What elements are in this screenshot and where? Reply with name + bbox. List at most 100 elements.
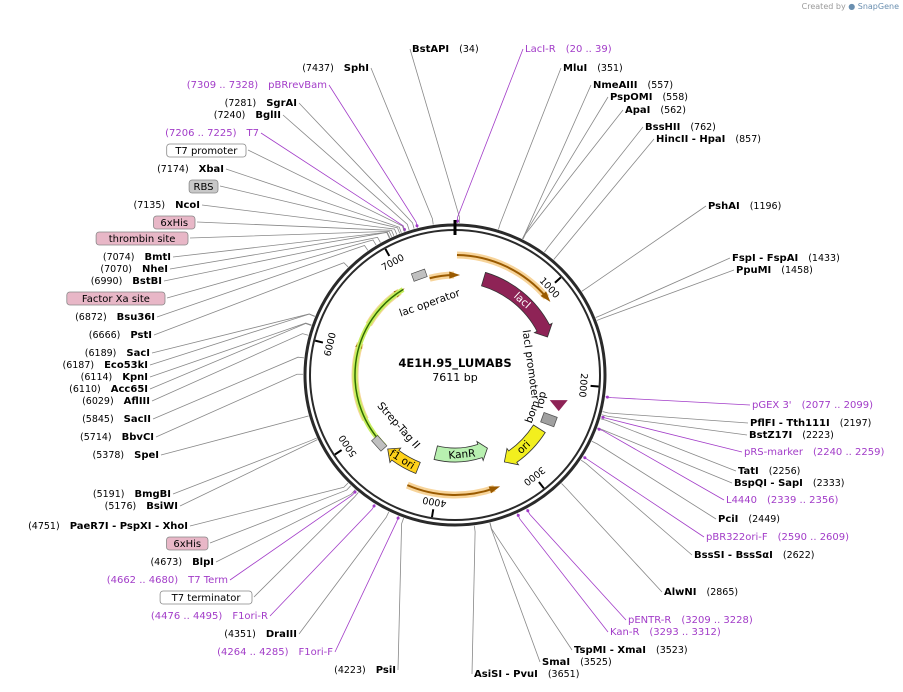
primer-label[interactable]: L4440(2339 .. 2356) [726,495,839,506]
enzyme-site-label[interactable]: (7240)BglII [214,110,281,121]
enzyme-site-label[interactable]: (4223)PsiI [334,665,396,676]
enzyme-site-label[interactable]: HincII - HpaI(857) [656,134,761,145]
site-name: BsiWI [146,501,178,512]
enzyme-site-label[interactable]: PspOMI(558) [610,92,688,103]
primer-label[interactable]: Kan-R(3293 .. 3312) [610,627,721,638]
enzyme-site-label[interactable]: AlwNI(2865) [664,587,738,598]
site-name: Kan-R [610,627,639,638]
enzyme-site-label[interactable]: (6872)Bsu36I [75,312,155,323]
feature-box-label[interactable]: T7 promoter [174,146,238,157]
enzyme-site-label[interactable]: TatI(2256) [738,466,800,477]
primer-label[interactable]: pENTR-R(3209 .. 3228) [628,615,753,626]
feature-box-label[interactable]: 6xHis [173,539,201,550]
enzyme-site-label[interactable]: (5714)BbvCI [80,432,154,443]
enzyme-site-label[interactable]: FspI - FspAI(1433) [732,253,840,264]
enzyme-site-label[interactable]: (6187)Eco53kI [62,360,148,371]
enzyme-site-label[interactable]: BstZ17I(2223) [749,430,834,441]
primer-label[interactable]: pRS-marker(2240 .. 2259) [744,447,884,458]
feature-box-label[interactable]: T7 terminator [171,593,242,604]
enzyme-site-label[interactable]: SmaI(3525) [542,657,612,668]
enzyme-site-label[interactable]: (6110)Acc65I [69,384,148,395]
primer-label[interactable]: LacI-R(20 .. 39) [525,44,612,55]
site-position: (2240 .. 2259) [813,447,885,458]
site-position: (2333) [813,478,845,489]
enzyme-site-label[interactable]: (6189)SacI [85,348,150,359]
enzyme-site-label[interactable]: (4751)PaeR7I - PspXI - XhoI [28,521,188,532]
tick-mark [554,276,562,284]
site-position: (5191) [93,489,125,500]
site-position: (762) [690,122,716,133]
enzyme-site-label[interactable]: BspQI - SapI(2333) [734,478,845,489]
site-position: (562) [660,105,686,116]
site-position: (5714) [80,432,112,443]
primer-label[interactable]: pGEX 3'(2077 .. 2099) [752,400,873,411]
enzyme-site-label[interactable]: (4673)BlpI [150,557,214,568]
site-name: SpeI [134,450,159,461]
site-name: SmaI [542,657,570,668]
feature-box-label[interactable]: 6xHis [160,218,188,229]
enzyme-site-label[interactable]: PciI(2449) [718,514,780,525]
site-name: DraIII [266,629,297,640]
enzyme-site-label[interactable]: (6029)AflIII [82,396,150,407]
leader-line [457,48,524,224]
primer-site-dot [597,427,601,431]
feature-box-label[interactable]: thrombin site [109,234,176,245]
leader-line [189,482,349,527]
tick-mark [384,248,391,257]
feature-box-label[interactable]: RBS [194,182,214,193]
primer-label[interactable]: (4662 .. 4680)T7 Term [107,575,228,586]
enzyme-site-label[interactable]: (7135)NcoI [134,200,200,211]
site-name: BlpI [192,557,214,568]
enzyme-site-label[interactable]: (5845)SacII [82,414,151,425]
tick-mark [538,481,545,489]
enzyme-site-label[interactable]: ApaI(562) [625,105,686,116]
primer-label[interactable]: (4476 .. 4495)F1ori-R [151,611,268,622]
enzyme-site-label[interactable]: (5378)SpeI [93,450,159,461]
feature-box-label[interactable]: Factor Xa site [82,294,150,305]
primer-label[interactable]: pBR322ori-F(2590 .. 2609) [706,532,849,543]
enzyme-site-label[interactable]: AsiSI - PvuI(3651) [474,669,579,680]
site-name: Bsu36I [117,312,155,323]
site-name: AlwNI [664,587,697,598]
site-position: (6666) [89,330,121,341]
enzyme-site-label[interactable]: (7070)NheI [100,264,168,275]
primer-site-dot [415,224,419,228]
enzyme-site-label[interactable]: PshAI(1196) [708,201,781,212]
enzyme-site-label[interactable]: (7437)SphI [302,63,369,74]
site-position: (5176) [105,501,137,512]
enzyme-site-label[interactable]: TspMI - XmaI(3523) [574,645,688,656]
site-name: BstBI [132,276,162,287]
enzyme-site-label[interactable]: (7074)BmtI [103,252,171,263]
enzyme-site-label[interactable]: BssHII(762) [645,122,716,133]
small-site-marker-icon [410,268,428,282]
primer-label[interactable]: (7206 .. 7225)T7 [165,128,259,139]
leader-line [596,269,735,321]
enzyme-site-label[interactable]: BstAPI(34) [412,44,479,55]
site-position: (6029) [82,396,114,407]
enzyme-site-label[interactable]: (7174)XbaI [157,164,224,175]
site-position: (7240) [214,110,246,121]
enzyme-site-label[interactable]: (6666)PstI [89,330,152,341]
leader-line [471,525,476,675]
site-name: LacI-R [525,44,556,55]
enzyme-site-label[interactable]: (5176) BsiWI [105,501,178,512]
site-name: pBR322ori-F [706,532,768,543]
enzyme-site-label[interactable]: (5191)BmgBI [93,489,171,500]
enzyme-site-label[interactable]: PpuMI(1458) [736,265,813,276]
enzyme-site-label[interactable]: (7281)SgrAI [225,98,297,109]
site-name: BmtI [144,252,171,263]
enzyme-site-label[interactable]: (6990)BstBI [91,276,162,287]
enzyme-site-label[interactable]: (4351)DraIII [224,629,297,640]
leader-line [580,459,693,556]
site-position: (2256) [769,466,801,477]
enzyme-site-label[interactable]: PflFI - Tth111I(2197) [750,418,871,429]
enzyme-site-label[interactable]: BssSI - BssSαI(2622) [694,550,814,561]
feature-kanr-arrow [433,440,488,463]
primer-label[interactable]: (4264 .. 4285)F1ori-F [217,647,333,658]
leader-line [156,245,369,318]
enzyme-site-label[interactable]: MluI(351) [563,63,623,74]
leader-line [247,149,405,232]
enzyme-site-label[interactable]: (6114)KpnI [81,372,148,383]
enzyme-site-label[interactable]: NmeAIII(557) [593,80,673,91]
primer-label[interactable]: (7309 .. 7328)pBRrevBam [187,80,327,91]
